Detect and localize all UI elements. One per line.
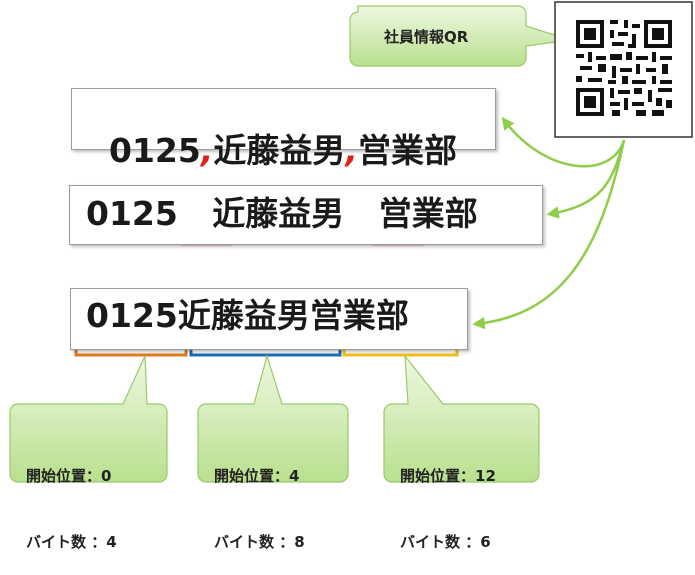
arrow-to-row-3 [472,139,626,330]
qr-label-callout [349,5,571,67]
callout-3-bytes: バイト数 ：6 [400,533,491,551]
callout-shape-3 [383,354,540,483]
callout-3: 開始位置：12 バイト数 ：6 [400,421,496,575]
arrow-to-row-1 [501,116,626,168]
field-dept: 営業部 [357,131,457,170]
callout-2-start: 開始位置：4 [214,467,300,485]
field-id: 0125 [108,131,201,170]
callout-shape-1 [9,355,168,483]
diagram-shapes [9,1,693,483]
arrow-to-row-2 [546,139,626,219]
record-spaced: 0125 近藤益男 営業部 [86,194,478,233]
callout-1-bytes: バイト数 ：4 [26,533,117,551]
qr-label: 社員情報QR [384,28,469,46]
callout-3-start: 開始位置：12 [400,467,496,485]
record-box-csv [71,88,496,150]
callout-shape-2 [197,353,349,483]
record-box-fixed [70,288,468,350]
comma-1: , [200,131,214,170]
callout-1: 開始位置：0 バイト数 ：4 [26,421,117,575]
comma-2: , [345,131,358,170]
callout-1-start: 開始位置：0 [26,467,112,485]
qr-code-icon [576,20,672,116]
record-box-spaced [69,185,543,245]
record-csv: 0125,近藤益男,営業部 [86,101,457,167]
field-name: 近藤益男 [213,131,346,170]
record-fixed: 0125近藤益男営業部 [86,296,409,335]
callout-2-bytes: バイト数 ：8 [214,533,305,551]
callout-2: 開始位置：4 バイト数 ：8 [214,421,305,575]
